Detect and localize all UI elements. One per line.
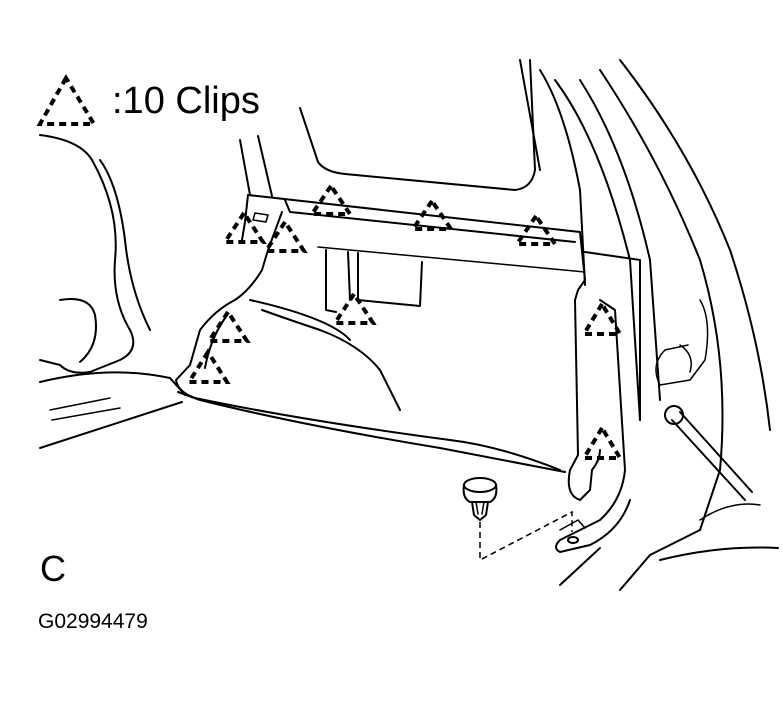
clip-marker-4: [221, 209, 267, 244]
clip-marker-8: [185, 348, 231, 384]
vehicle-body-outline: [239, 59, 779, 591]
legend-clip-count: :10 Clips: [112, 80, 260, 122]
clip-marker-10: [580, 424, 624, 460]
clip-marker-6: [331, 290, 377, 325]
view-letter: C: [40, 548, 66, 589]
clip-marker-3: [513, 212, 559, 246]
clip-marker-7: [205, 308, 251, 343]
clip-marker-2: [409, 197, 455, 231]
clip-marker-1: [308, 182, 354, 216]
seat-outline: [39, 134, 186, 449]
legend-dashed-triangle-icon: [36, 74, 98, 126]
clip-location-markers: [185, 182, 624, 460]
figure-code: G02994479: [38, 610, 148, 633]
clip-marker-5: [262, 218, 308, 253]
quarter-trim-panel: [175, 194, 641, 553]
clip-fastener-icon: [462, 477, 573, 562]
clip-marker-9: [580, 300, 624, 336]
